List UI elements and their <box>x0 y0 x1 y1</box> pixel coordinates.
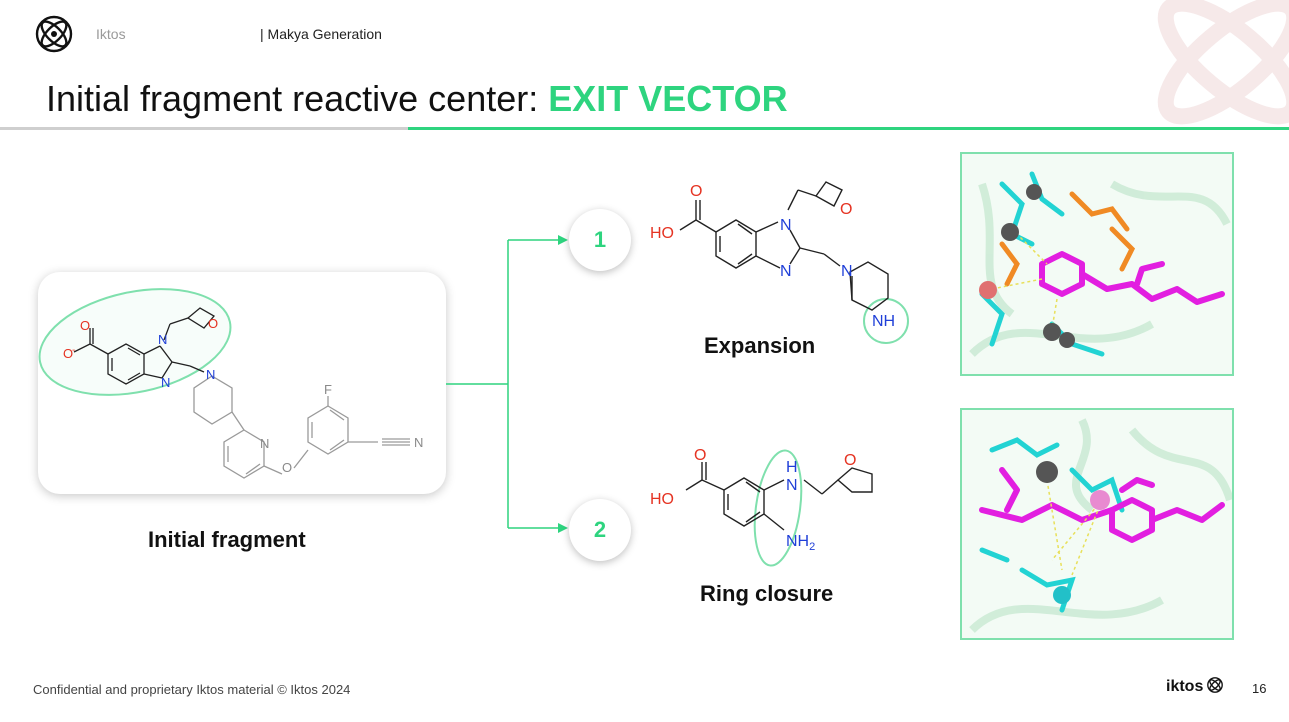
atom-n2: N <box>161 375 170 390</box>
ring-atom-h: H <box>786 459 798 476</box>
title-rule-green <box>408 127 1289 130</box>
initial-fragment-caption: Initial fragment <box>148 527 306 552</box>
iktos-logo-icon <box>35 15 73 53</box>
title-main: Initial fragment reactive center: <box>46 78 549 119</box>
exp-atom-nh: NH <box>872 313 895 330</box>
ring-closure-caption: Ring closure <box>700 581 834 606</box>
exp-atom-n2: N <box>780 263 792 280</box>
ring-atom-ho: HO <box>650 491 674 508</box>
ring-closure-structure: O HO H N O NH2 <box>650 447 873 567</box>
atom-f: F <box>324 382 332 397</box>
ring-atom-n: N <box>786 477 798 494</box>
footer-logo-text: iktos <box>1166 678 1204 695</box>
atom-o2: O <box>63 346 73 361</box>
expansion-structure: O HO N N O N NH <box>650 181 909 344</box>
ring-atom-sub2: 2 <box>809 541 815 553</box>
initial-fragment-card <box>38 272 446 494</box>
watermark-logo-icon <box>1157 0 1289 125</box>
initial-fragment-structure: O O - N N N O F N N O <box>38 288 423 479</box>
footer-logo: iktos <box>1166 676 1224 696</box>
title-rule-grey <box>0 127 410 130</box>
expansion-caption: Expansion <box>704 333 816 358</box>
atom-n5: N <box>414 435 423 450</box>
brand-name: Iktos <box>96 26 126 42</box>
exp-atom-o1: O <box>690 183 702 200</box>
atom-o4: O <box>282 460 292 475</box>
page-number: 16 <box>1252 681 1267 696</box>
step-2-badge: 2 <box>569 499 631 561</box>
branch-arrows <box>446 235 568 533</box>
exp-atom-ho: HO <box>650 225 674 242</box>
step-1-badge: 1 <box>569 209 631 271</box>
atom-o1: O <box>80 318 90 333</box>
ring-atom-o2: O <box>844 452 856 469</box>
exp-atom-n1: N <box>780 217 792 234</box>
ring-atom-nh-text: NH <box>786 533 809 550</box>
footer-confidential: Confidential and proprietary Iktos mater… <box>33 682 351 697</box>
footer-logo-icon <box>1207 677 1224 693</box>
atom-n1: N <box>158 332 167 347</box>
docking-image-expansion <box>960 152 1234 376</box>
exp-atom-n3: N <box>841 263 853 280</box>
atom-n4: N <box>260 436 269 451</box>
ring-atom-nh2: NH2 <box>786 533 815 553</box>
atom-charge: - <box>72 345 75 356</box>
ring-atom-o1: O <box>694 447 706 464</box>
page-title: Initial fragment reactive center: EXIT V… <box>46 78 788 120</box>
section-title: | Makya Generation <box>260 26 382 42</box>
docking-image-ring-closure <box>960 408 1234 640</box>
title-accent: EXIT VECTOR <box>548 78 788 119</box>
exp-atom-o2: O <box>840 201 852 218</box>
atom-n3: N <box>206 367 215 382</box>
atom-o3: O <box>208 316 218 331</box>
